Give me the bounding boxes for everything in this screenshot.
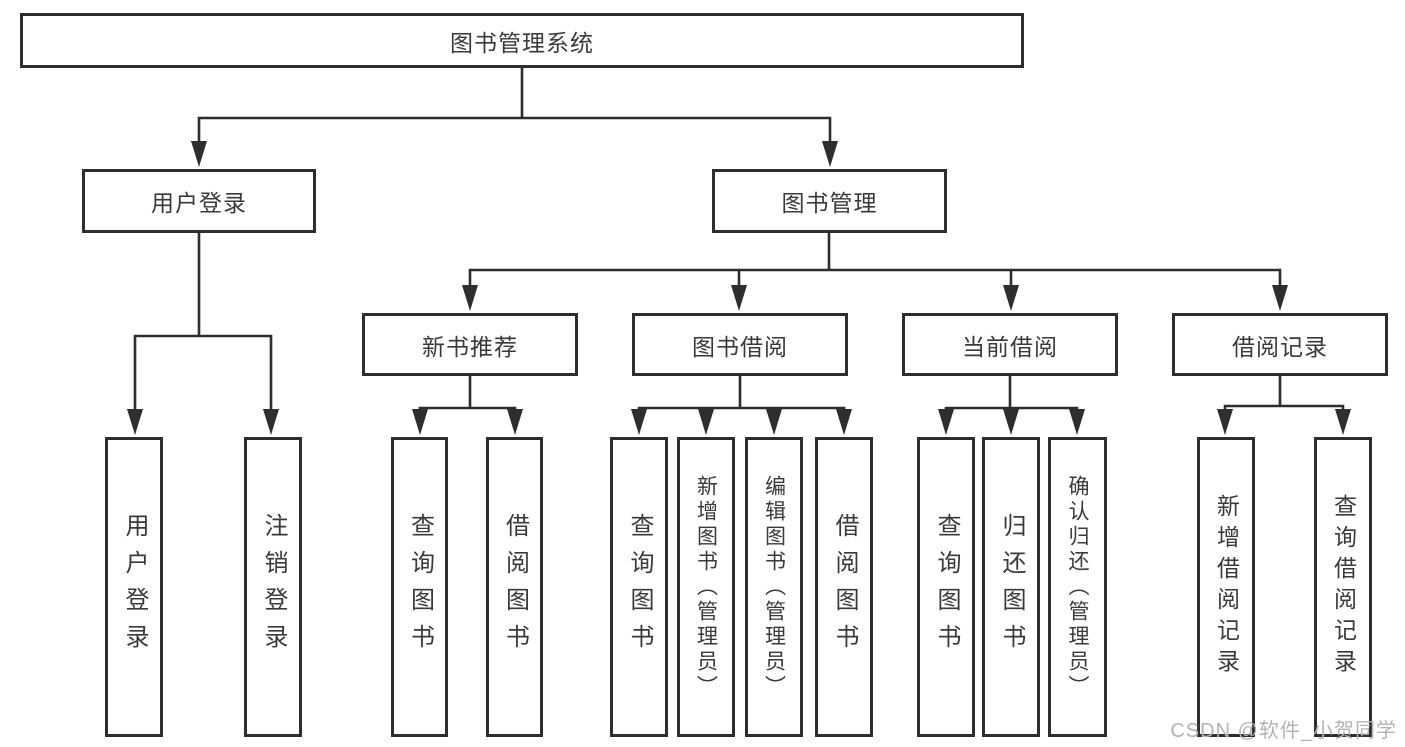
arrowhead-icon [263,409,279,435]
leaf-logout: 注销登录 [244,437,302,737]
leaf-add-books-admin-label: 新增图书（管理员） [694,474,718,700]
leaf-confirm-return-admin-label: 确认归还（管理员） [1066,474,1089,700]
leaf-edit-books-admin: 编辑图书（管理员） [745,437,803,737]
leaf-return-books: 归还图书 [982,437,1040,737]
leaf-edit-books-admin-label: 编辑图书（管理员） [762,474,786,700]
csdn-watermark: CSDN @软件_小贺同学 [1170,720,1397,742]
leaf-add-borrow-record-label: 新增借阅记录 [1213,494,1240,680]
node-user-login: 用户登录 [82,169,316,233]
leaf-borrow-books-recommend: 借阅图书 [486,437,543,737]
leaf-add-borrow-record: 新增借阅记录 [1197,437,1255,737]
node-user-login-label: 用户登录 [151,190,247,216]
arrowhead-icon [1217,409,1233,435]
leaf-user-login-label: 用户登录 [121,513,148,661]
arrowhead-icon [766,409,782,435]
leaf-borrow-books: 借阅图书 [815,437,873,737]
node-new-book-recommendation-label: 新书推荐 [422,333,518,360]
arrowhead-icon [698,409,714,435]
arrowhead-icon [1003,285,1019,311]
arrowhead-icon [462,285,478,311]
node-current-borrowing-label: 当前借阅 [962,333,1058,360]
node-current-borrowing: 当前借阅 [902,313,1118,376]
leaf-user-login: 用户登录 [105,437,163,737]
node-new-book-recommendation: 新书推荐 [362,313,578,376]
arrowhead-icon [822,141,838,167]
leaf-query-books-borrow: 查询图书 [610,437,668,737]
arrowhead-icon [507,409,523,435]
leaf-borrow-books-label: 借阅图书 [831,513,858,661]
leaf-query-borrow-record: 查询借阅记录 [1314,437,1372,737]
leaf-return-books-label: 归还图书 [998,513,1025,661]
arrowhead-icon [412,409,428,435]
leaf-query-books-recommend: 查询图书 [391,437,448,737]
node-root: 图书管理系统 [20,13,1024,68]
node-book-borrowing: 图书借阅 [632,313,848,376]
leaf-logout-label: 注销登录 [260,513,287,661]
leaf-query-borrow-record-label: 查询借阅记录 [1330,494,1357,680]
node-book-borrowing-label: 图书借阅 [692,333,788,360]
arrowhead-icon [1272,285,1288,311]
leaf-query-books-recommend-label: 查询图书 [406,513,434,661]
leaf-confirm-return-admin: 确认归还（管理员） [1048,437,1107,737]
node-borrowing-records-label: 借阅记录 [1232,333,1328,360]
arrowhead-icon [938,409,954,435]
node-book-management-label: 图书管理 [781,190,878,216]
arrowhead-icon [731,285,747,311]
arrowhead-icon [1003,409,1019,435]
arrowhead-icon [1335,409,1351,435]
node-book-management: 图书管理 [712,169,947,233]
leaf-borrow-books-recommend-label: 借阅图书 [501,513,529,661]
arrowhead-icon [631,409,647,435]
leaf-query-books-current: 查询图书 [917,437,975,737]
arrowhead-icon [127,409,143,435]
leaf-query-books-current-label: 查询图书 [933,513,960,661]
leaf-add-books-admin: 新增图书（管理员） [677,437,735,737]
arrowhead-icon [191,141,207,167]
node-root-label: 图书管理系统 [450,29,594,56]
arrowhead-icon [836,409,852,435]
leaf-query-books-borrow-label: 查询图书 [626,513,653,661]
arrowhead-icon [1069,409,1085,435]
node-borrowing-records: 借阅记录 [1172,313,1388,376]
